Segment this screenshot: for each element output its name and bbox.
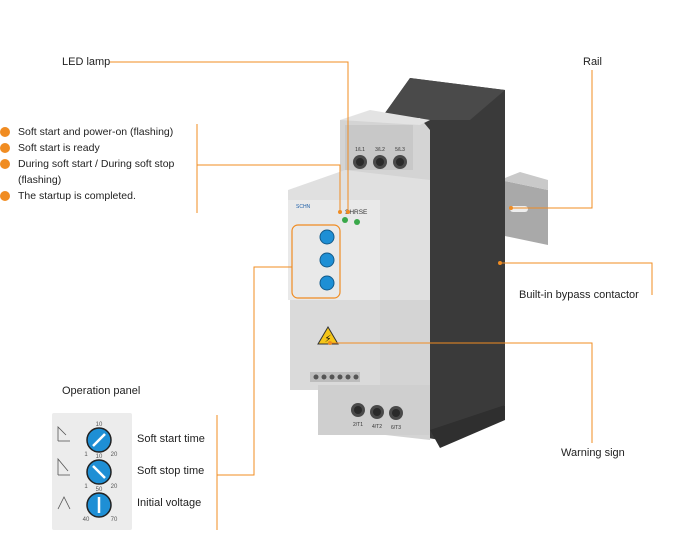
dial-scale-label: 10 bbox=[96, 454, 103, 460]
led-state-item: Soft start and power-on (flashing) bbox=[0, 124, 200, 140]
brand-label: SCHN bbox=[296, 204, 311, 210]
soft-start-time-label: Soft start time bbox=[137, 433, 205, 445]
warning-triangle-icon: ⚡ bbox=[317, 326, 339, 345]
model-label: SHRSE bbox=[345, 209, 368, 216]
led-state-list: Soft start and power-on (flashing) Soft … bbox=[0, 124, 200, 204]
dial-scale-label: 1 bbox=[84, 484, 88, 490]
dial-scale-label: 10 bbox=[96, 422, 103, 428]
warning-leader bbox=[330, 342, 593, 443]
led-lamp-leader bbox=[110, 61, 349, 212]
leader-endpoints bbox=[328, 206, 513, 345]
led-states-leader bbox=[197, 164, 341, 212]
soft-stop-time-label: Soft stop time bbox=[137, 465, 205, 477]
led-lamp-label: LED lamp bbox=[62, 56, 111, 68]
warning-sign-label: Warning sign bbox=[561, 447, 625, 459]
soft-start-dial-icon bbox=[86, 427, 112, 453]
dial-scale-label: 70 bbox=[111, 517, 118, 523]
led-state-item: The startup is completed. bbox=[0, 188, 200, 204]
led-state-item: During soft start / During soft stop (fl… bbox=[0, 156, 193, 188]
orange-dot-icon bbox=[0, 143, 10, 153]
control-terminals bbox=[310, 372, 360, 382]
rail-label: Rail bbox=[583, 56, 602, 68]
operation-panel-label: Operation panel bbox=[62, 385, 141, 397]
rail-leader bbox=[511, 70, 593, 209]
top-terminal-labels: 1/L1 3/L2 5/L3 bbox=[355, 147, 405, 153]
bypass-contactor-label: Built-in bypass contactor bbox=[519, 289, 639, 301]
dial-scale-label: 50 bbox=[96, 487, 103, 493]
leader-lines bbox=[110, 61, 653, 530]
bottom-terminal-labels: 2/T1 4/T2 6/T3 bbox=[353, 422, 401, 431]
orange-dot-icon bbox=[0, 127, 10, 137]
terminal-label: 1/L1 bbox=[355, 147, 365, 153]
terminal-label: 4/T2 bbox=[372, 424, 382, 430]
led-state-item: Soft start is ready bbox=[0, 140, 200, 156]
status-leds bbox=[342, 217, 360, 225]
bypass-leader bbox=[500, 262, 653, 295]
initial-voltage-dial-icon bbox=[86, 492, 112, 518]
orange-dot-icon bbox=[0, 159, 10, 169]
dial-scale-label: 40 bbox=[83, 517, 90, 523]
operation-panel: 10 1 20 10 1 20 50 40 70 bbox=[52, 413, 132, 530]
orange-dot-icon bbox=[0, 191, 10, 201]
terminal-label: 5/L3 bbox=[395, 147, 405, 153]
terminal-label: 2/T1 bbox=[353, 422, 363, 428]
operation-panel-graphic: 10 1 20 10 1 20 50 40 70 bbox=[57, 422, 118, 523]
soft-stop-dial-icon bbox=[86, 459, 112, 485]
panel-leader bbox=[217, 266, 292, 476]
device-dials bbox=[291, 224, 341, 299]
dial-scale-label: 1 bbox=[84, 452, 88, 458]
dial-scale-label: 20 bbox=[111, 484, 118, 490]
bottom-terminals bbox=[351, 403, 403, 420]
terminal-label: 3/L2 bbox=[375, 147, 385, 153]
svg-text:⚡: ⚡ bbox=[324, 334, 331, 345]
top-terminals bbox=[353, 155, 407, 169]
dial-scale-label: 20 bbox=[111, 452, 118, 458]
terminal-label: 6/T3 bbox=[391, 425, 401, 431]
initial-voltage-label: Initial voltage bbox=[137, 497, 202, 509]
